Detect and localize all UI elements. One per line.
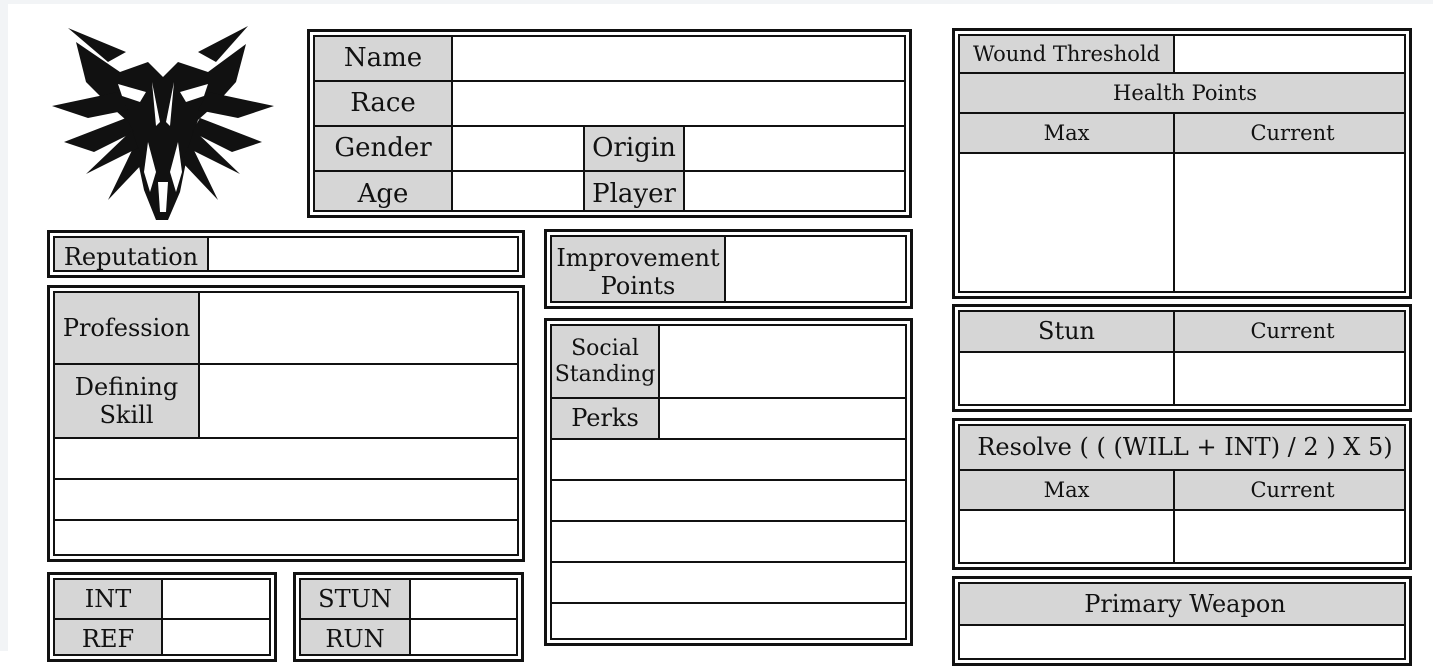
top-margin-strip xyxy=(0,0,1433,4)
age-label: Age xyxy=(315,172,453,210)
improvement-points-label: Improvement Points xyxy=(552,237,726,301)
player-label: Player xyxy=(585,172,685,210)
origin-label: Origin xyxy=(585,127,685,172)
profession-line-1[interactable] xyxy=(55,439,517,480)
profession-box: Profession Defining Skill xyxy=(47,285,525,562)
resolve-max-label: Max xyxy=(960,471,1175,511)
improvement-points-field[interactable] xyxy=(726,237,905,301)
run-stat-field[interactable] xyxy=(411,620,516,654)
health-current-label: Current xyxy=(1175,114,1404,154)
social-standing-label: Social Standing xyxy=(552,326,660,399)
health-current-field[interactable] xyxy=(1175,154,1404,291)
stats-left-box: INT REF xyxy=(47,572,277,662)
profession-label: Profession xyxy=(55,293,200,365)
profession-line-3[interactable] xyxy=(55,521,517,554)
race-field[interactable] xyxy=(453,82,904,127)
player-field[interactable] xyxy=(685,172,904,210)
wolf-head-medallion-icon xyxy=(52,26,274,220)
origin-field[interactable] xyxy=(685,127,904,172)
primary-weapon-box: Primary Weapon xyxy=(952,576,1412,666)
perks-line-1[interactable] xyxy=(552,440,905,481)
defining-skill-label: Defining Skill xyxy=(55,365,200,439)
perks-line-2[interactable] xyxy=(552,481,905,522)
stun-stat-field[interactable] xyxy=(411,580,516,620)
int-field[interactable] xyxy=(163,580,269,620)
stun-current-label: Current xyxy=(1175,312,1404,353)
social-standing-field[interactable] xyxy=(660,326,905,399)
profession-line-2[interactable] xyxy=(55,480,517,521)
stun-stat-label: STUN xyxy=(301,580,411,620)
primary-weapon-field[interactable] xyxy=(960,626,1404,658)
reputation-field[interactable] xyxy=(209,238,517,270)
wound-threshold-field[interactable] xyxy=(1175,36,1404,74)
defining-skill-field[interactable] xyxy=(200,365,517,439)
run-stat-label: RUN xyxy=(301,620,411,654)
perks-line-3[interactable] xyxy=(552,522,905,563)
resolve-max-field[interactable] xyxy=(960,511,1175,562)
primary-weapon-title: Primary Weapon xyxy=(960,584,1404,626)
ref-label: REF xyxy=(55,620,163,654)
stun-box: Stun Current xyxy=(952,304,1412,412)
reputation-box: Reputation xyxy=(47,230,525,278)
race-label: Race xyxy=(315,82,453,127)
health-points-label: Health Points xyxy=(960,74,1404,114)
resolve-box: Resolve ( ( (WILL + INT) / 2 ) X 5) Max … xyxy=(952,418,1412,570)
name-field[interactable] xyxy=(453,37,904,82)
perks-label: Perks xyxy=(552,399,660,440)
health-box: Wound Threshold Health Points Max Curren… xyxy=(952,28,1412,299)
name-label: Name xyxy=(315,37,453,82)
perks-line-4[interactable] xyxy=(552,563,905,604)
health-max-field[interactable] xyxy=(960,154,1175,291)
perks-line-5[interactable] xyxy=(552,604,905,638)
ref-field[interactable] xyxy=(163,620,269,654)
resolve-current-label: Current xyxy=(1175,471,1404,511)
gender-field[interactable] xyxy=(453,127,585,172)
int-label: INT xyxy=(55,580,163,620)
wound-threshold-label: Wound Threshold xyxy=(960,36,1175,74)
left-margin-strip xyxy=(0,0,8,651)
perks-field[interactable] xyxy=(660,399,905,440)
gender-label: Gender xyxy=(315,127,453,172)
resolve-title: Resolve ( ( (WILL + INT) / 2 ) X 5) xyxy=(960,426,1404,471)
stun-field[interactable] xyxy=(960,353,1175,404)
stats-right-box: STUN RUN xyxy=(293,572,524,662)
resolve-current-field[interactable] xyxy=(1175,511,1404,562)
social-box: Social Standing Perks xyxy=(544,318,913,646)
stun-current-field[interactable] xyxy=(1175,353,1404,404)
profession-field[interactable] xyxy=(200,293,517,365)
stun-label: Stun xyxy=(960,312,1175,353)
age-field[interactable] xyxy=(453,172,585,210)
improvement-points-box: Improvement Points xyxy=(544,229,913,309)
health-max-label: Max xyxy=(960,114,1175,154)
reputation-label: Reputation xyxy=(55,238,209,270)
identity-box: Name Race Gender Origin Age Player xyxy=(307,29,912,218)
